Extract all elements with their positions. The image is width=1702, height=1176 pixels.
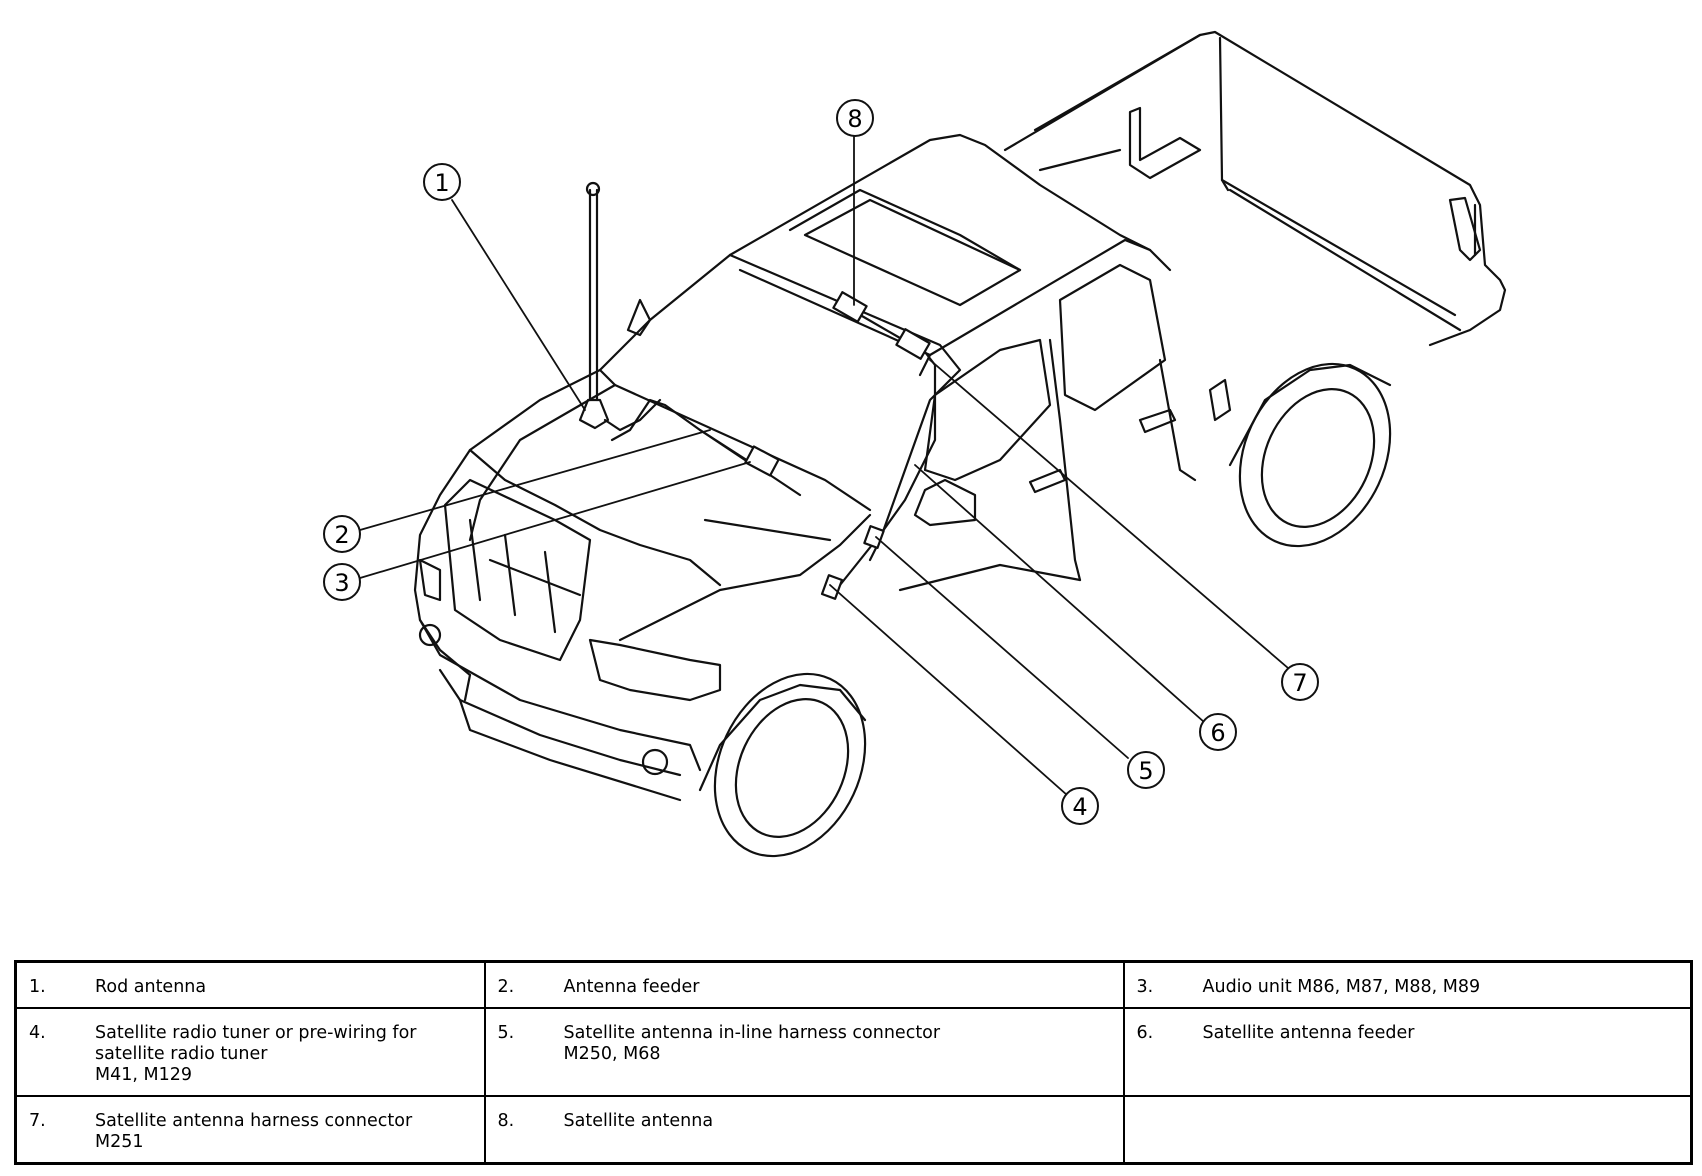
callout-markers: 1 2 3 4 5 6 7 8 <box>323 99 1319 825</box>
legend-row: 1. Rod antenna 2. Antenna feeder 3. Audi… <box>14 960 1693 1009</box>
rod-antenna-shape <box>578 181 662 432</box>
svg-text:6: 6 <box>1210 719 1225 747</box>
legend-text: Satellite antenna in-line harness connec… <box>563 1022 941 1064</box>
legend-number: 6. <box>1136 1022 1154 1043</box>
legend-cell: 5. Satellite antenna in-line harness con… <box>483 1006 1125 1098</box>
callout-6: 6 <box>1199 713 1237 751</box>
legend-cell <box>1122 1095 1693 1165</box>
truck-cab <box>598 133 1232 592</box>
legend-number: 1. <box>29 977 46 997</box>
callout-7: 7 <box>1281 663 1319 701</box>
component-legend-table: 1. Rod antenna 2. Antenna feeder 3. Audi… <box>14 960 1693 1165</box>
antenna-feeder-shape <box>610 398 802 497</box>
callout-2: 2 <box>323 515 361 553</box>
callout-1: 1 <box>423 163 461 201</box>
callout-4: 4 <box>1061 787 1099 825</box>
legend-number: 8. <box>497 1111 515 1132</box>
satellite-antenna-shape <box>832 291 868 323</box>
truck-antenna-location-diagram: 1 2 3 4 5 6 7 8 <box>323 30 1507 858</box>
satellite-harness-connector-shape <box>895 328 931 360</box>
satellite-inline-connector-shape <box>863 525 885 549</box>
legend-number: 4. <box>29 1022 46 1043</box>
legend-number: 7. <box>29 1111 46 1132</box>
legend-text: Satellite antenna feeder <box>1202 1022 1415 1043</box>
svg-text:4: 4 <box>1072 793 1087 821</box>
svg-text:8: 8 <box>847 105 862 133</box>
legend-number: 5. <box>497 1022 515 1043</box>
legend-number: 2. <box>497 977 515 997</box>
svg-text:7: 7 <box>1292 669 1307 697</box>
legend-text: Satellite antenna <box>563 1111 714 1132</box>
legend-cell: 8. Satellite antenna <box>483 1095 1125 1165</box>
truck-bed <box>1003 30 1507 347</box>
legend-text: Audio unit M86, M87, M88, M89 <box>1202 977 1481 997</box>
legend-number: 3. <box>1136 977 1154 997</box>
legend-cell: 4. Satellite radio tuner or pre-wiring f… <box>14 1006 486 1098</box>
legend-text: Satellite radio tuner or pre-wiring for … <box>95 1022 417 1085</box>
legend-row: 4. Satellite radio tuner or pre-wiring f… <box>14 1006 1693 1098</box>
legend-cell: 2. Antenna feeder <box>483 960 1125 1009</box>
callout-5: 5 <box>1127 751 1165 789</box>
callout-3: 3 <box>323 563 361 601</box>
audio-unit-shape <box>744 445 780 477</box>
svg-text:5: 5 <box>1138 757 1153 785</box>
legend-cell: 7. Satellite antenna harness connector M… <box>14 1095 486 1165</box>
legend-text: Satellite antenna harness connector M251 <box>95 1111 413 1153</box>
legend-cell: 3. Audio unit M86, M87, M88, M89 <box>1122 960 1693 1009</box>
legend-text: Antenna feeder <box>563 977 700 997</box>
callout-8: 8 <box>836 99 874 137</box>
legend-cell: 6. Satellite antenna feeder <box>1122 1006 1693 1098</box>
leader-lines <box>359 134 1289 796</box>
legend-text: Rod antenna <box>95 977 207 997</box>
legend-cell: 1. Rod antenna <box>14 960 486 1009</box>
truck-front <box>413 368 872 802</box>
svg-text:1: 1 <box>434 169 449 197</box>
legend-row: 7. Satellite antenna harness connector M… <box>14 1095 1693 1165</box>
svg-text:2: 2 <box>334 521 349 549</box>
svg-text:3: 3 <box>334 569 349 597</box>
truck-wheels <box>698 362 1392 858</box>
